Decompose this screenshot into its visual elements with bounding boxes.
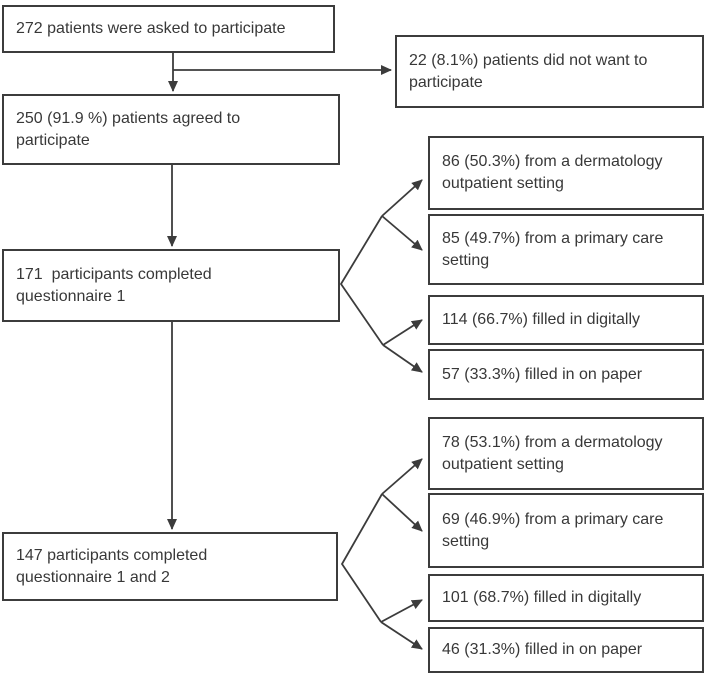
flow-box-agreed: 250 (91.9 %) patients agreed to particip… xyxy=(2,94,340,165)
arrow-q1-to-primary xyxy=(381,215,423,251)
flow-box-q1-dermatology: 86 (50.3%) from a dermatology outpatient… xyxy=(428,136,704,210)
arrow-q12-to-primary xyxy=(381,493,423,532)
arrow-q12-to-derm xyxy=(381,458,423,495)
flow-box-agreed-text: 250 (91.9 %) patients agreed to particip… xyxy=(16,109,241,149)
flow-box-q1-digital: 114 (66.7%) filled in digitally xyxy=(428,295,704,345)
flow-box-q12-digital: 101 (68.7%) filled in digitally xyxy=(428,574,704,622)
flow-box-q12-paper: 46 (31.3%) filled in on paper xyxy=(428,627,704,673)
arrow-q1-to-paper xyxy=(382,344,423,373)
flow-box-q12-dermatology-text: 78 (53.1%) from a dermatology outpatient… xyxy=(442,433,663,473)
flow-box-q12-primary-care-text: 69 (46.9%) from a primary care setting xyxy=(442,510,664,550)
flow-box-q12-digital-text: 101 (68.7%) filled in digitally xyxy=(442,589,642,606)
flow-box-declined: 22 (8.1%) patients did not want to parti… xyxy=(395,35,704,108)
flow-box-q12-paper-text: 46 (31.3%) filled in on paper xyxy=(442,641,643,658)
flow-box-questionnaire1-text: 171 participants completed questionnaire… xyxy=(16,265,212,305)
flow-box-questionnaire1: 171 participants completed questionnaire… xyxy=(2,249,340,322)
arrow-q12-to-digital xyxy=(380,599,423,623)
flow-box-q1-paper: 57 (33.3%) filled in on paper xyxy=(428,349,704,400)
flow-box-q1-primary-care-text: 85 (49.7%) from a primary care setting xyxy=(442,229,664,269)
arrow-q12-to-paper xyxy=(380,621,423,650)
flow-box-q1-digital-text: 114 (66.7%) filled in digitally xyxy=(442,311,641,328)
arrow-q1-to-derm xyxy=(381,179,423,217)
flow-box-q12-primary-care: 69 (46.9%) from a primary care setting xyxy=(428,493,704,568)
arrow-q1-to-digital xyxy=(382,319,423,346)
branch-q12-stems xyxy=(340,493,383,623)
flow-box-q12-dermatology: 78 (53.1%) from a dermatology outpatient… xyxy=(428,417,704,490)
branch-q1-stems xyxy=(339,215,384,346)
flow-box-q1-primary-care: 85 (49.7%) from a primary care setting xyxy=(428,214,704,285)
flow-box-q1-dermatology-text: 86 (50.3%) from a dermatology outpatient… xyxy=(442,153,663,192)
flow-box-asked-text: 272 patients were asked to participate xyxy=(16,20,286,37)
flow-box-questionnaire1and2: 147 participants completed questionnaire… xyxy=(2,532,338,601)
flow-box-asked: 272 patients were asked to participate xyxy=(2,5,335,53)
flow-box-q1-paper-text: 57 (33.3%) filled in on paper xyxy=(442,365,643,383)
flow-box-declined-text: 22 (8.1%) patients did not want to parti… xyxy=(409,51,648,91)
flow-box-questionnaire1and2-text: 147 participants completed questionnaire… xyxy=(16,546,208,586)
